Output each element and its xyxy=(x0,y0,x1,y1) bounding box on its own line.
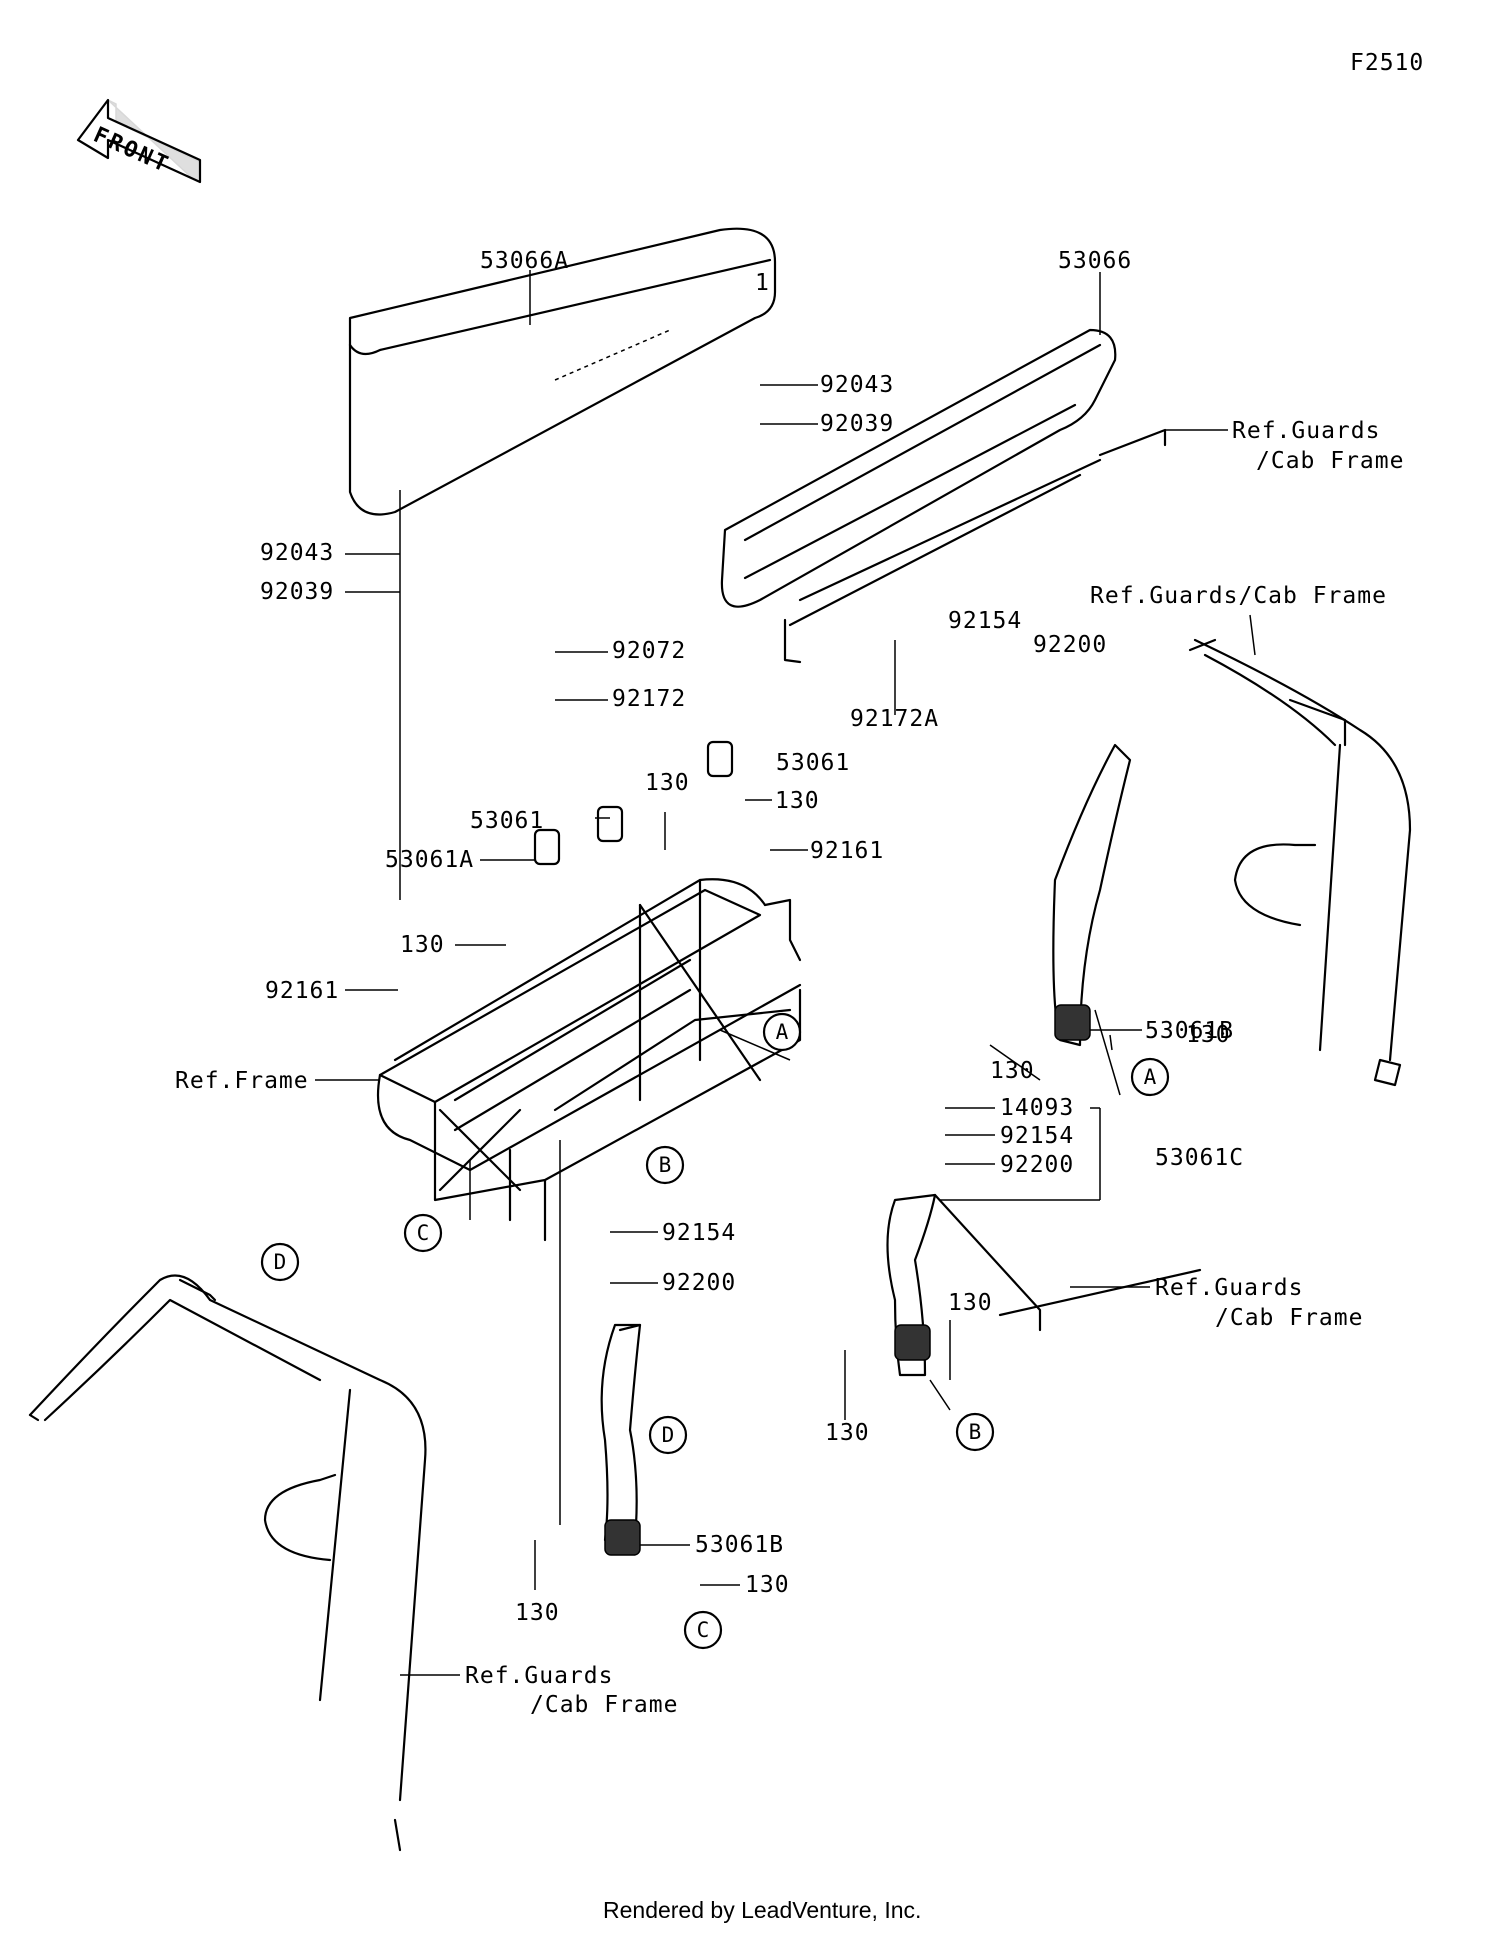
label-ref-guards-4a: Ref.Guards xyxy=(465,1663,613,1689)
label-130-b: 130 xyxy=(775,788,820,814)
leader-lines xyxy=(315,270,1256,1676)
callout-C-1: C xyxy=(403,1213,443,1253)
callout-B-1: B xyxy=(645,1145,685,1185)
seat-belt-center xyxy=(886,1193,1202,1377)
label-ref-frame: Ref.Frame xyxy=(175,1068,309,1094)
cab-frame-right xyxy=(1188,638,1412,1087)
label-92154-mid: 92154 xyxy=(1000,1123,1074,1149)
label-130-c: 130 xyxy=(400,932,445,958)
label-92172: 92172 xyxy=(612,686,686,712)
svg-text:C: C xyxy=(697,1618,710,1642)
label-ref-guards-1b: /Cab Frame xyxy=(1256,448,1404,474)
label-92161-right: 92161 xyxy=(810,838,884,864)
label-53061B-left: 53061B xyxy=(695,1532,784,1558)
seat-cushion-53066A xyxy=(348,227,777,516)
front-arrow-icon: FRONT xyxy=(76,98,202,184)
label-53061C: 53061C xyxy=(1155,1145,1244,1171)
label-53061B-right: 53061B xyxy=(1145,1018,1234,1044)
footer-credit: Rendered by LeadVenture, Inc. xyxy=(603,1897,921,1923)
label-92043-left: 92043 xyxy=(260,540,334,566)
buckle-53061-mid xyxy=(596,805,624,843)
callout-A-1: A xyxy=(762,1012,802,1052)
label-92200-top: 92200 xyxy=(1033,632,1107,658)
label-92200-low: 92200 xyxy=(662,1270,736,1296)
label-92172A: 92172A xyxy=(850,706,939,732)
label-92161-left: 92161 xyxy=(265,978,339,1004)
label-53061-a: 53061 xyxy=(776,750,850,776)
buckle-53061A xyxy=(533,828,561,866)
callout-B-2: B xyxy=(955,1412,995,1452)
label-92200-mid: 92200 xyxy=(1000,1152,1074,1178)
label-53066: 53066 xyxy=(1058,248,1132,274)
label-92039-left: 92039 xyxy=(260,579,334,605)
svg-text:D: D xyxy=(662,1423,675,1447)
seat-belt-left xyxy=(600,1323,642,1556)
label-92039-right: 92039 xyxy=(820,411,894,437)
label-92072: 92072 xyxy=(612,638,686,664)
label-130-a: 130 xyxy=(645,770,690,796)
label-ref-guards-3a: Ref.Guards xyxy=(1155,1275,1303,1301)
label-ref-guards-2: Ref.Guards/Cab Frame xyxy=(1090,583,1387,609)
label-ref-guards-3b: /Cab Frame xyxy=(1215,1305,1363,1331)
buckle-53061-top xyxy=(706,740,734,778)
label-130-g: 130 xyxy=(825,1420,870,1446)
label-14093: 14093 xyxy=(1000,1095,1074,1121)
callout-A-2: A xyxy=(1130,1057,1170,1097)
part-labels: 53066A 53066 1 92043 92039 Ref.Guards /C… xyxy=(175,248,1404,1718)
svg-text:B: B xyxy=(659,1153,672,1177)
label-92154-low: 92154 xyxy=(662,1220,736,1246)
label-53061A: 53061A xyxy=(385,847,474,873)
svg-text:B: B xyxy=(969,1420,982,1444)
label-130-i: 130 xyxy=(515,1600,560,1626)
callout-D-2: D xyxy=(648,1415,688,1455)
label-53066A: 53066A xyxy=(480,248,569,274)
diagram-code: F2510 xyxy=(1350,50,1424,76)
label-1: 1 xyxy=(755,270,770,296)
svg-text:A: A xyxy=(776,1020,789,1044)
label-ref-guards-1a: Ref.Guards xyxy=(1232,418,1380,444)
svg-text:A: A xyxy=(1144,1065,1157,1089)
label-130-d: 130 xyxy=(1186,1022,1231,1048)
callout-C-2: C xyxy=(683,1610,723,1650)
label-130-f: 130 xyxy=(948,1290,993,1316)
label-92043-right: 92043 xyxy=(820,372,894,398)
cab-frame-left xyxy=(28,1274,427,1852)
label-130-h: 130 xyxy=(745,1572,790,1598)
svg-text:D: D xyxy=(274,1250,287,1274)
bench-frame xyxy=(376,878,802,1242)
label-92154-top: 92154 xyxy=(948,608,1022,634)
svg-text:C: C xyxy=(417,1221,430,1245)
label-ref-guards-4b: /Cab Frame xyxy=(530,1692,678,1718)
seat-back-53066 xyxy=(720,328,1167,664)
label-130-e: 130 xyxy=(990,1058,1035,1084)
label-53061-b: 53061 xyxy=(470,808,544,834)
callout-D-1: D xyxy=(260,1242,300,1282)
callouts: A A B B C C D D xyxy=(260,1012,1170,1650)
seat-belt-right xyxy=(1052,743,1132,1047)
